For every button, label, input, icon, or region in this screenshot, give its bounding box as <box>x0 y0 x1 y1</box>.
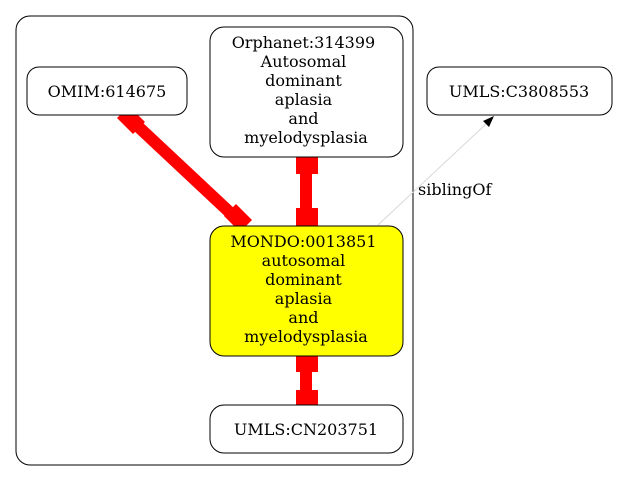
node-mondo[interactable]: MONDO:0013851 autosomal dominant aplasia… <box>209 225 404 357</box>
edge-sibling-arrowhead <box>483 116 494 127</box>
edge-mondo-umlsc-sibling: siblingOf <box>377 116 494 226</box>
node-mondo-label: MONDO:0013851 autosomal dominant aplasia… <box>230 232 381 346</box>
edge-omim-mondo-head-diamond <box>224 204 252 232</box>
edge-sibling-label: siblingOf <box>418 180 492 199</box>
node-umls-c3808553[interactable]: UMLS:C3808553 <box>426 66 613 116</box>
node-omim[interactable]: OMIM:614675 <box>26 66 188 116</box>
edge-orphanet-mondo-head-box <box>296 208 318 230</box>
edge-mondo-umlscn <box>296 350 318 410</box>
node-umls-cn203751-label: UMLS:CN203751 <box>234 420 378 439</box>
cluster-box <box>15 15 414 466</box>
node-omim-label: OMIM:614675 <box>48 82 167 101</box>
node-umls-c3808553-label: UMLS:C3808553 <box>449 82 589 101</box>
node-umls-cn203751[interactable]: UMLS:CN203751 <box>209 404 404 454</box>
edge-orphanet-mondo <box>296 152 318 230</box>
node-orphanet[interactable]: Orphanet:314399 Autosomal dominant aplas… <box>209 26 404 158</box>
node-orphanet-label: Orphanet:314399 Autosomal dominant aplas… <box>232 33 381 147</box>
